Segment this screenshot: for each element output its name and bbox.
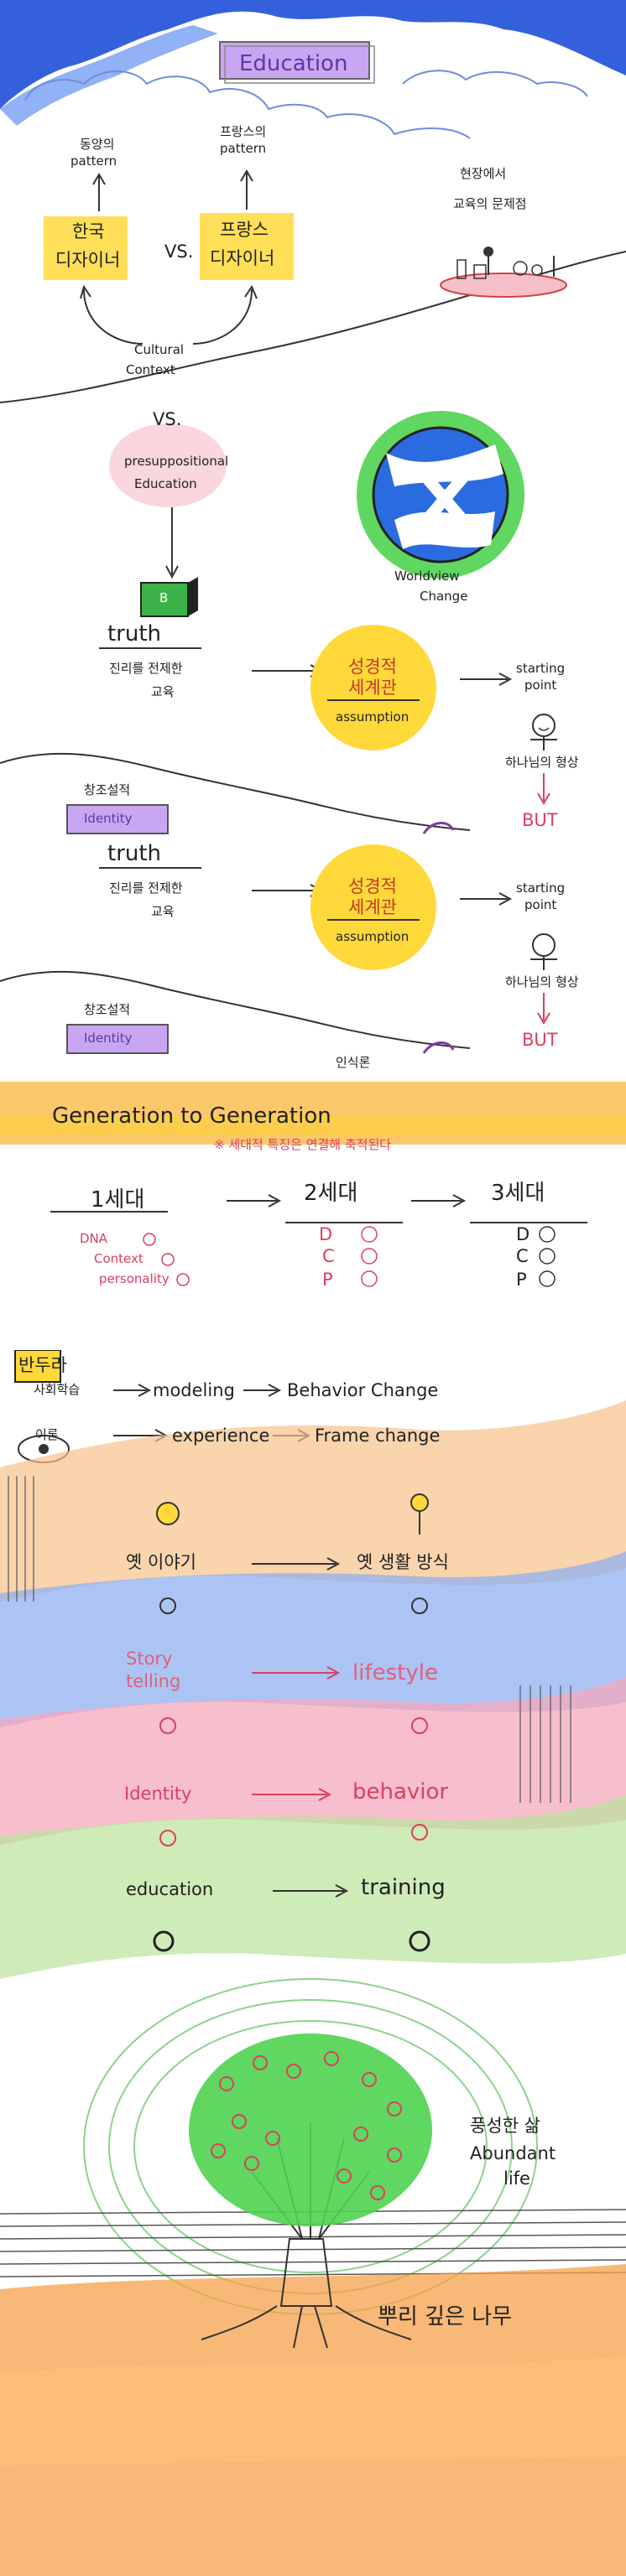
france-box-line2: 디자이너 bbox=[210, 248, 275, 268]
story-en-line1: Story bbox=[126, 1649, 173, 1669]
france-pattern-en: pattern bbox=[220, 141, 267, 156]
truth-label: truth bbox=[107, 621, 162, 647]
abundant-line1: Abundant bbox=[470, 2143, 556, 2163]
worldview-line2: Change bbox=[420, 589, 468, 604]
starting-line1: starting bbox=[516, 661, 566, 676]
korea-box-line1: 한국 bbox=[72, 221, 105, 242]
starting-line2-2: point bbox=[524, 897, 557, 912]
gen1-item-dna: DNA bbox=[80, 1231, 108, 1246]
gen3-item-d: D bbox=[516, 1224, 530, 1244]
training-label: training bbox=[361, 1875, 446, 1900]
identity-label-2: Identity bbox=[84, 1031, 133, 1046]
cultural-context-line1: Cultural bbox=[134, 342, 185, 357]
extra-label: 인식론 bbox=[336, 1055, 371, 1070]
truth-sub1-2: 진리를 전제한 bbox=[109, 880, 183, 896]
lifestyle-label: lifestyle bbox=[352, 1660, 438, 1685]
assumption-label-2: assumption bbox=[336, 929, 410, 944]
vs-label-2: VS. bbox=[153, 409, 182, 429]
truth-sub2: 교육 bbox=[151, 684, 175, 699]
assumption-label: assumption bbox=[336, 709, 410, 724]
korea-box-line2: 디자이너 bbox=[55, 250, 121, 270]
hope-label-2: 하나님의 형상 bbox=[505, 974, 579, 989]
generation-title: Generation to Generation bbox=[52, 1104, 331, 1129]
hope-label: 하나님의 형상 bbox=[505, 755, 579, 770]
section-presuppositional: VS. presuppositional Education Worldview… bbox=[0, 394, 626, 1057]
frame-change-label: Frame change bbox=[315, 1426, 441, 1446]
creation-label-2: 창조설적 bbox=[84, 1002, 131, 1017]
section-presuppositional-repeat: truth 진리를 전제한 교육 성경적 세계관 assumption star… bbox=[0, 830, 626, 1073]
truth-sub1: 진리를 전제한 bbox=[109, 661, 183, 676]
section-bandura: 반두라 사회학습 이론 modeling Behavior Change exp… bbox=[0, 1350, 626, 2021]
section2-drawing bbox=[0, 411, 557, 834]
france-box-line1: 프랑스 bbox=[220, 220, 269, 240]
truth-label-2: truth bbox=[107, 841, 162, 866]
modeling-label: modeling bbox=[153, 1380, 235, 1400]
section-education-header: Education 동양의 pattern 프랑스의 pattern 한국 디자… bbox=[0, 0, 626, 419]
presup-line2: Education bbox=[134, 476, 197, 491]
identity-label: Identity bbox=[84, 811, 133, 826]
experience-label: experience bbox=[172, 1426, 270, 1446]
behavior-label: behavior bbox=[352, 1779, 449, 1805]
gen1-item-personality: personality bbox=[99, 1271, 170, 1286]
france-pattern-kr: 프랑스의 bbox=[220, 124, 267, 139]
education-title: Education bbox=[239, 51, 348, 76]
gen3-label: 3세대 bbox=[491, 1181, 545, 1206]
circle-line1: 성경적 bbox=[348, 657, 397, 677]
starting-line2: point bbox=[524, 678, 557, 693]
korea-pattern-en: pattern bbox=[70, 153, 117, 169]
gen3-item-p: P bbox=[516, 1270, 527, 1290]
section3-drawing bbox=[0, 1082, 626, 1287]
but-label-2: BUT bbox=[522, 1030, 558, 1050]
section5-drawing bbox=[0, 1978, 626, 2576]
theory-line1: 사회학습 bbox=[34, 1382, 81, 1397]
bandura-badge: 반두라 bbox=[18, 1355, 67, 1375]
section4-drawing bbox=[0, 1350, 626, 1979]
section2b-drawing bbox=[0, 844, 557, 1054]
circle-line2-2: 세계관 bbox=[348, 897, 397, 917]
gen2-item-d: D bbox=[319, 1224, 333, 1244]
section-generation: Generation to Generation ※ 세대적 특징은 연결해 축… bbox=[0, 1073, 626, 1350]
abundant-line2: life bbox=[503, 2168, 530, 2189]
korea-pattern-kr: 동양의 bbox=[80, 137, 115, 152]
theory-line2: 이론 bbox=[35, 1427, 59, 1442]
identity-band-label: Identity bbox=[124, 1784, 192, 1804]
but-label: BUT bbox=[522, 810, 558, 830]
gen2-label: 2세대 bbox=[304, 1181, 358, 1206]
behavior-change-label: Behavior Change bbox=[287, 1380, 439, 1400]
life-kr-label: 옛 생활 방식 bbox=[357, 1552, 449, 1572]
gen2-item-p: P bbox=[322, 1270, 333, 1290]
cultural-context-line2: Context bbox=[126, 362, 175, 377]
field-problem-line2: 교육의 문제점 bbox=[453, 196, 527, 211]
section-tree: 풍성한 삶 Abundant life 뿌리 깊은 나무 bbox=[0, 1954, 626, 2576]
gen2-item-c: C bbox=[322, 1246, 335, 1266]
circle-line1-2: 성경적 bbox=[348, 876, 397, 896]
generation-subtitle: ※ 세대적 특징은 연결해 축적된다 bbox=[214, 1137, 392, 1152]
abundant-kr-label: 풍성한 삶 bbox=[470, 2116, 540, 2136]
book-label: B bbox=[159, 590, 169, 605]
gen1-label: 1세대 bbox=[91, 1187, 145, 1213]
story-en-line2: telling bbox=[126, 1671, 181, 1691]
story-kr-label: 옛 이야기 bbox=[126, 1552, 196, 1572]
gen3-item-c: C bbox=[516, 1246, 529, 1266]
education-label: education bbox=[126, 1879, 214, 1899]
creation-label: 창조설적 bbox=[84, 782, 131, 797]
roots-label: 뿌리 깊은 나무 bbox=[378, 2304, 513, 2329]
gen1-item-context: Context bbox=[94, 1251, 143, 1266]
vs-label: VS. bbox=[164, 242, 194, 262]
section1-drawing bbox=[0, 0, 626, 403]
truth-sub2-2: 교육 bbox=[151, 904, 175, 919]
starting-line1-2: starting bbox=[516, 880, 566, 896]
presup-line1: presuppositional bbox=[124, 454, 229, 469]
circle-line2: 세계관 bbox=[348, 678, 397, 698]
worldview-line1: Worldview bbox=[394, 569, 460, 584]
field-problem-line1: 현장에서 bbox=[460, 166, 507, 181]
